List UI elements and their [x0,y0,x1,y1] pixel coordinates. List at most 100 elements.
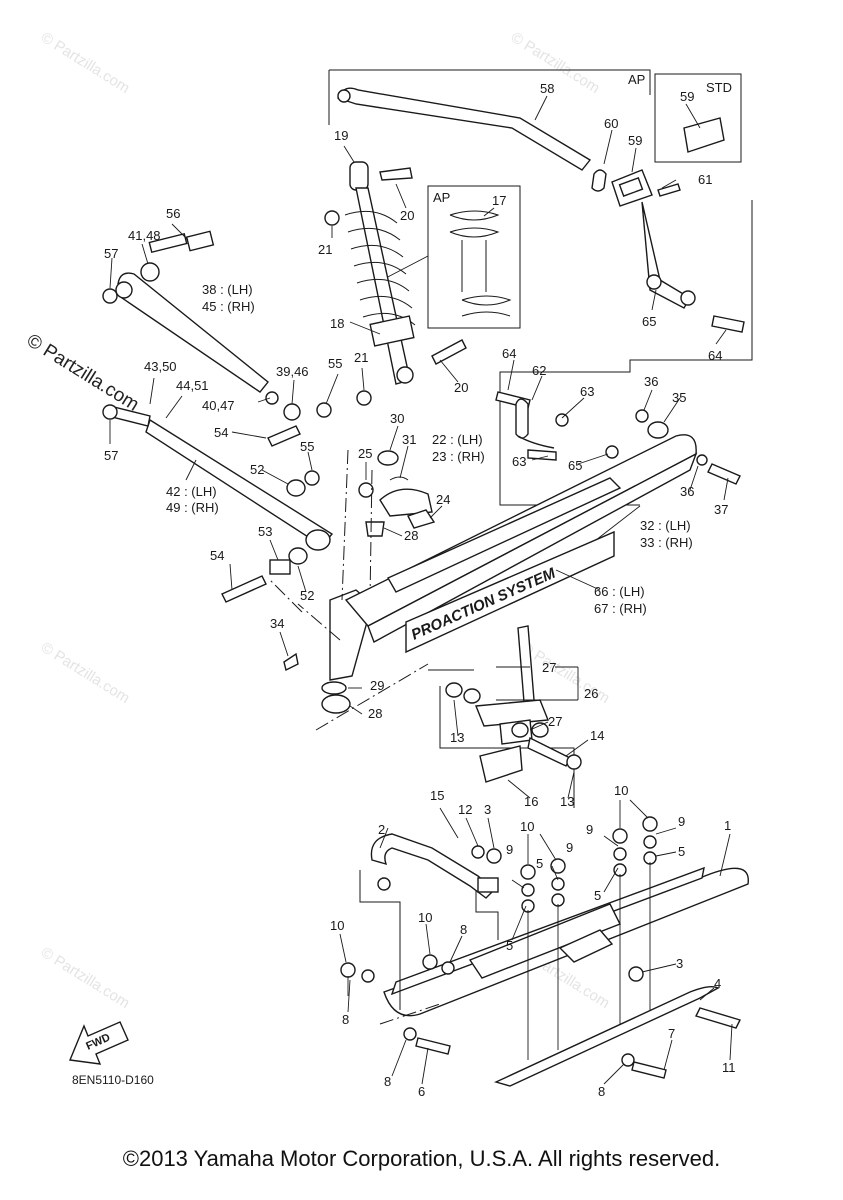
callout-8: 8 [460,922,467,937]
callout-8: 8 [384,1074,391,1089]
callout-67: 67 : (RH) [594,601,647,616]
callout-5: 5 [506,938,513,953]
callout-5: 5 [678,844,685,859]
callout-54: 54 [214,425,228,440]
callout-10: 10 [330,918,344,933]
callout-58: 58 [540,81,554,96]
callout-10: 10 [614,783,628,798]
callout-labels: 58 59 60 59 61 19 20 21 17 18 56 41,48 5… [72,81,736,1099]
callout-30: 30 [390,411,404,426]
callout-32: 32 : (LH) [640,518,691,533]
ap-spring-box: AP [381,185,521,329]
callout-1: 1 [724,818,731,833]
callout-41-48: 41,48 [128,228,161,243]
callout-7: 7 [668,1026,675,1041]
callout-19: 19 [334,128,348,143]
callout-5: 5 [536,856,543,871]
callout-34: 34 [270,616,284,631]
watermark-text: © Partzilla.com [38,29,133,97]
std-box-label: STD [706,80,732,95]
callout-6: 6 [418,1084,425,1099]
callout-13: 13 [450,730,464,745]
callout-10: 10 [418,910,432,925]
callout-17: 17 [492,193,506,208]
callout-40-47: 40,47 [202,398,235,413]
callout-3: 3 [676,956,683,971]
callout-14: 14 [590,728,604,743]
callout-65: 65 [568,458,582,473]
callout-20: 20 [400,208,414,223]
callout-20: 20 [454,380,468,395]
callout-21: 21 [318,242,332,257]
callout-39-46: 39,46 [276,364,309,379]
callout-49: 49 : (RH) [166,500,219,515]
callout-26: 26 [584,686,598,701]
callout-63: 63 [580,384,594,399]
callout-60: 60 [604,116,618,131]
callout-36: 36 [680,484,694,499]
callout-25: 25 [358,446,372,461]
callout-28: 28 [368,706,382,721]
callout-33: 33 : (RH) [640,535,693,550]
callout-13: 13 [560,794,574,809]
callout-57: 57 [104,448,118,463]
callout-55: 55 [328,356,342,371]
callout-16: 16 [524,794,538,809]
callout-61: 61 [698,172,712,187]
hardware-group [102,210,745,672]
callout-9: 9 [586,822,593,837]
leader-lines [109,95,733,1085]
callout-5: 5 [594,888,601,903]
callout-27: 27 [542,660,556,675]
callout-9: 9 [678,814,685,829]
ap-spring-box-label: AP [433,190,450,205]
callout-10: 10 [520,819,534,834]
callout-28: 28 [404,528,418,543]
shock-absorber [344,161,467,385]
callout-65: 65 [642,314,656,329]
ap-top-box: AP [328,69,753,506]
callout-21: 21 [354,350,368,365]
callout-22: 22 : (LH) [432,432,483,447]
callout-44-51: 44,51 [176,378,209,393]
ski-handle [370,833,499,899]
guide-lines [267,577,575,808]
ski [383,866,749,1087]
ski-hardware [340,816,741,1079]
fwd-arrow-icon: FWD [69,1021,129,1065]
upper-arm [115,230,269,393]
callout-52: 52 [300,588,314,603]
callout-24: 24 [436,492,450,507]
callout-27: 27 [548,714,562,729]
copyright-notice: ©2013 Yamaha Motor Corporation, U.S.A. A… [122,1146,721,1171]
callout-36: 36 [644,374,658,389]
callout-18: 18 [330,316,344,331]
callout-64: 64 [708,348,722,363]
callout-37: 37 [714,502,728,517]
diagram-code: 8EN5110-D160 [72,1073,154,1087]
callout-29: 29 [370,678,384,693]
watermark-text: © Partzilla.com [38,639,133,707]
callout-3: 3 [484,802,491,817]
callout-66: 66 : (LH) [594,584,645,599]
callout-23: 23 : (RH) [432,449,485,464]
callout-9: 9 [506,842,513,857]
callout-64: 64 [502,346,516,361]
callout-54: 54 [210,548,224,563]
callout-15: 15 [430,788,444,803]
handle-guide [359,870,499,1025]
callout-63: 63 [512,454,526,469]
callout-45: 45 : (RH) [202,299,255,314]
callout-9: 9 [566,840,573,855]
callout-2: 2 [378,822,385,837]
callout-8: 8 [598,1084,605,1099]
callout-59: 59 [680,89,694,104]
callout-31: 31 [402,432,416,447]
ap-box-label: AP [628,72,645,87]
callout-42: 42 : (LH) [166,484,217,499]
callout-62: 62 [532,363,546,378]
callout-52: 52 [250,462,264,477]
callout-38: 38 : (LH) [202,282,253,297]
callout-43-50: 43,50 [144,359,177,374]
